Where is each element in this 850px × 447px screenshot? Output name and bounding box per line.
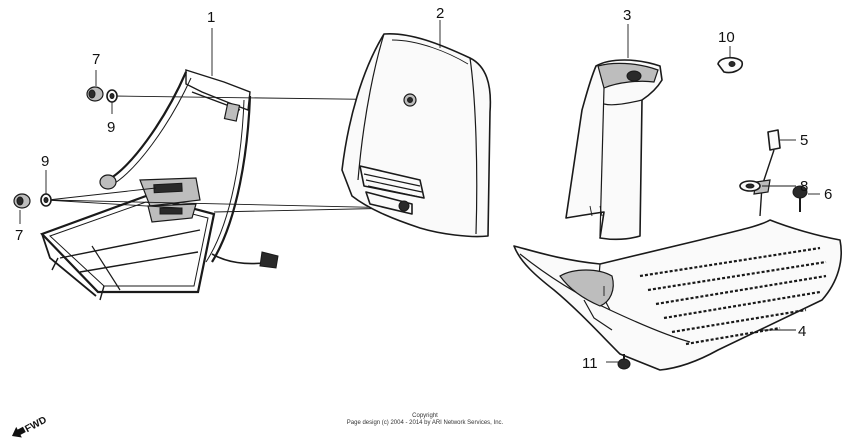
part-9-washer-upper (106, 89, 118, 114)
callout-4: 4 (798, 323, 806, 340)
part-7-grommet-upper (86, 70, 104, 102)
part-10-cap (717, 46, 743, 74)
callout-6: 6 (824, 186, 832, 203)
part-2-front-shield (341, 20, 492, 238)
callout-5: 5 (800, 132, 808, 149)
part-11-screw (606, 354, 631, 370)
part-7-grommet-lower (13, 193, 31, 224)
part-8-grommet (739, 180, 796, 192)
part-5-clip (753, 129, 796, 217)
fwd-direction-badge: FWD (11, 415, 49, 438)
callout-3: 3 (623, 7, 631, 24)
part-3-inner-cover (565, 24, 663, 241)
part-9-washer-lower (40, 170, 52, 207)
callout-10: 10 (718, 29, 735, 46)
copyright-line-1: Copyright (412, 413, 438, 419)
part-1-carrier-frame (40, 69, 279, 301)
floor-tread (639, 246, 827, 346)
callout-11: 11 (582, 355, 598, 372)
callout-labels: 1 2 3 10 5 8 6 4 11 7 9 9 7 (15, 5, 832, 372)
part-4-floor-step (513, 219, 842, 371)
callout-9-lower: 9 (41, 153, 49, 170)
callout-9-upper: 9 (107, 119, 115, 136)
callout-7-lower: 7 (15, 227, 23, 244)
fwd-arrow-icon (11, 426, 26, 438)
callout-7-upper: 7 (92, 51, 100, 68)
callout-2: 2 (436, 5, 444, 22)
callout-1: 1 (207, 9, 215, 26)
callout-8: 8 (800, 178, 808, 195)
part-6-bolt (792, 185, 820, 212)
copyright-line-2: Page design (c) 2004 - 2014 by ARI Netwo… (346, 420, 504, 426)
